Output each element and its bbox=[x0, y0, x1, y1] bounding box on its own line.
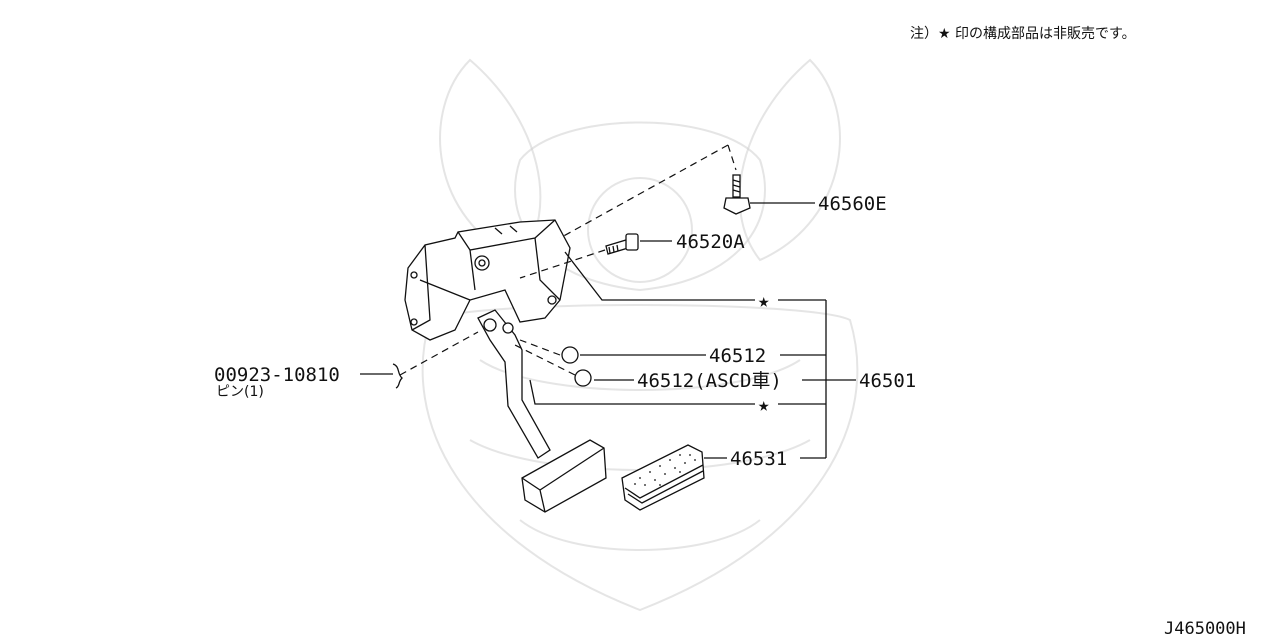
brake-pedal-pad bbox=[521, 439, 607, 513]
pin-00923-10810: 00923-10810 ピン(1) bbox=[214, 331, 479, 400]
callout-pin-name: ピン(1) bbox=[216, 384, 264, 400]
stopper-46512-ascd: 46512(ASCD車) bbox=[514, 344, 782, 392]
pedal-pad-46531 bbox=[621, 444, 705, 511]
callout-46512: 46512 bbox=[709, 345, 766, 367]
stopper-46512: 46512 bbox=[519, 339, 766, 367]
star-lower: ★ bbox=[758, 394, 769, 416]
callout-46531: 46531 bbox=[730, 448, 787, 470]
note-text: 注）★ 印の構成部品は非販売です。 bbox=[910, 26, 1136, 42]
bolt-46560E: 46560E bbox=[559, 144, 887, 239]
callout-pin-number: 00923-10810 bbox=[214, 364, 340, 386]
callout-46520A: 46520A bbox=[676, 231, 745, 253]
pivot-bolt-46520A: 46520A bbox=[519, 231, 745, 279]
pedal-arm bbox=[477, 309, 551, 459]
callout-46512-ascd: 46512(ASCD車) bbox=[637, 370, 782, 392]
star-upper: ★ bbox=[758, 290, 769, 312]
callout-46501: 46501 bbox=[859, 370, 916, 392]
pedal-bracket bbox=[404, 219, 571, 341]
diagram-code: J465000H bbox=[1164, 619, 1246, 638]
callout-46560E: 46560E bbox=[818, 193, 887, 215]
